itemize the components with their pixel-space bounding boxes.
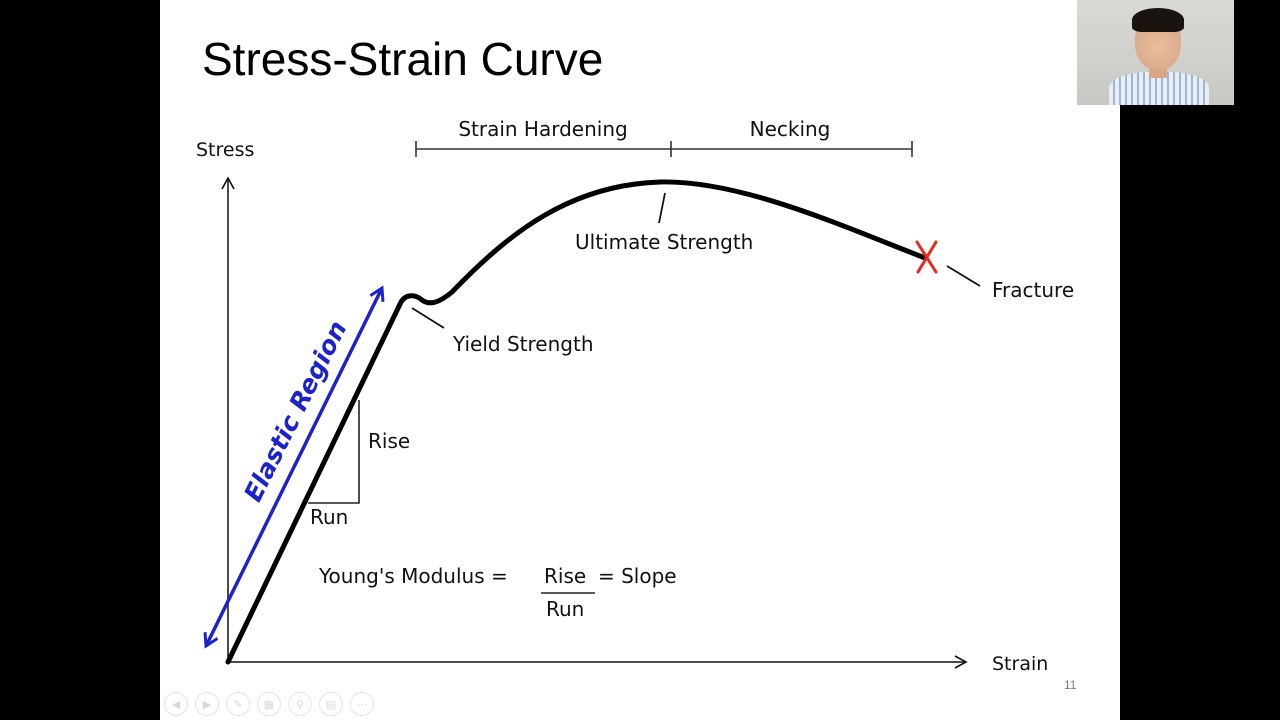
- necking-label: Necking: [750, 117, 831, 141]
- formula-numerator: Rise: [544, 564, 586, 588]
- slideshow-controls: ◀ ▶ ✎ ▦ ⚲ ▤ ⋯: [164, 692, 374, 716]
- run-label: Run: [310, 505, 348, 529]
- formula-lhs: Young's Modulus =: [318, 564, 508, 588]
- yield-leader-line: [411, 307, 445, 329]
- slope-triangle: [308, 400, 360, 504]
- stress-strain-curve: [225, 179, 928, 665]
- fracture-leader-line: [946, 265, 981, 287]
- strain-hardening-label: Strain Hardening: [458, 117, 627, 141]
- slides-grid-icon[interactable]: ▦: [257, 692, 281, 716]
- pen-icon[interactable]: ✎: [226, 692, 250, 716]
- subtitles-icon[interactable]: ▤: [319, 692, 343, 716]
- y-axis-label: Stress: [196, 139, 254, 161]
- fracture-mark: [915, 240, 938, 274]
- zoom-icon[interactable]: ⚲: [288, 692, 312, 716]
- x-axis-label: Strain: [992, 653, 1048, 675]
- previous-icon[interactable]: ◀: [164, 692, 188, 716]
- ultimate-leader-line: [658, 192, 666, 224]
- elastic-region-label: Elastic Region: [238, 316, 352, 506]
- stress-strain-diagram: Stress Strain Strain Hardening Necking E…: [196, 117, 1074, 675]
- formula-denominator: Run: [546, 597, 584, 621]
- region-bracket: [415, 141, 913, 157]
- slide-page-number: 11: [1064, 678, 1077, 692]
- slide: Stress-Strain Curve Stress Strain Strain…: [160, 0, 1120, 720]
- rise-label: Rise: [368, 429, 410, 453]
- slide-title: Stress-Strain Curve: [202, 33, 604, 85]
- presenter-hair: [1132, 8, 1184, 32]
- fracture-label: Fracture: [992, 278, 1074, 302]
- presenter-webcam: [1077, 0, 1234, 105]
- next-icon[interactable]: ▶: [195, 692, 219, 716]
- ultimate-strength-label: Ultimate Strength: [575, 230, 753, 254]
- more-icon[interactable]: ⋯: [350, 692, 374, 716]
- formula-rhs: = Slope: [598, 564, 677, 588]
- elastic-region-arrow: [206, 288, 382, 646]
- yield-strength-label: Yield Strength: [452, 332, 594, 356]
